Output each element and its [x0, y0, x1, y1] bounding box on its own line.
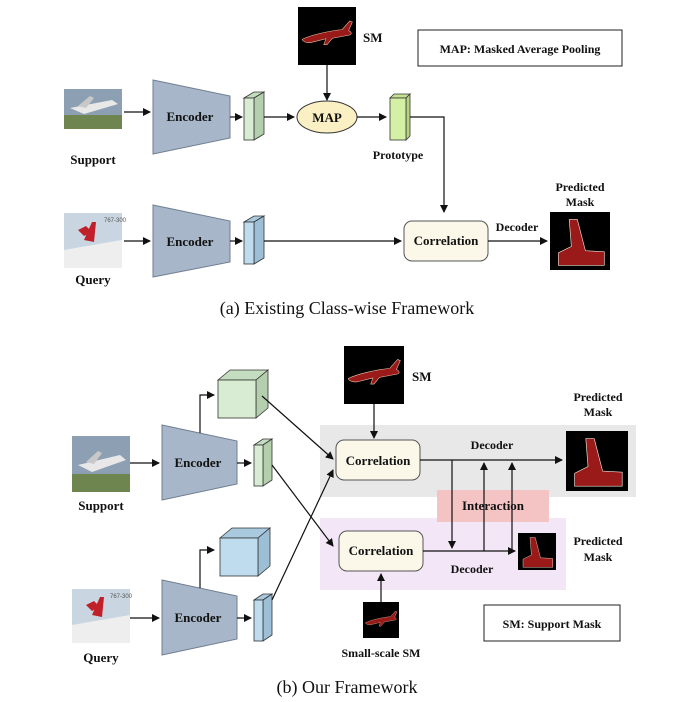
support-label: Support [70, 152, 116, 167]
predicted-mask-bottom [518, 533, 556, 570]
sm-label-b: SM [412, 369, 432, 384]
sm-legend-box [483, 604, 621, 642]
encoder-query-label: Encoder [167, 234, 214, 249]
small-query-feature [252, 593, 274, 642]
encoder-query-label-b: Encoder [175, 610, 222, 625]
map-legend-box [417, 29, 623, 67]
interaction-label: Interaction [462, 498, 525, 513]
small-scale-support-mask [363, 602, 399, 638]
panel-b: SM Support Encoder [72, 346, 636, 698]
predicted-mask-image [550, 212, 610, 270]
encoder-support [152, 79, 231, 155]
decoder-label: Decoder [496, 220, 539, 234]
panel-a: SM MAP: Masked Average Pooling Support E… [64, 7, 623, 319]
arrow-encoder-to-large-feature [199, 391, 215, 433]
caption-b: (b) Our Framework [277, 677, 418, 698]
query-label: Query [75, 272, 111, 287]
arrow-small-query-to-upper-correlation [271, 469, 334, 601]
upper-correlation-label: Correlation [346, 453, 412, 468]
encoder-support-b [161, 424, 238, 501]
query-feature-map [242, 215, 266, 265]
large-query-feature [218, 527, 272, 577]
upper-decoder-label: Decoder [471, 438, 514, 452]
predicted-mask-top [566, 431, 628, 491]
support-image [64, 89, 122, 129]
predicted-bottom-line1: Predicted [573, 534, 622, 548]
predicted-label-line1: Predicted [555, 180, 604, 194]
encoder-support-label-b: Encoder [175, 455, 222, 470]
predicted-label-line2: Mask [566, 195, 595, 209]
large-support-feature [216, 369, 270, 419]
support-feature-map [242, 91, 266, 141]
sm-label: SM [363, 30, 383, 45]
lower-decoder-label: Decoder [451, 562, 494, 576]
prototype-label: Prototype [373, 148, 424, 162]
encoder-query [152, 204, 231, 278]
query-image: 767-300 [64, 213, 127, 268]
query-image-b: 767-300 [72, 589, 133, 643]
query-plane-tag-b: 767-300 [110, 594, 133, 600]
predicted-top-line1: Predicted [573, 390, 622, 404]
predicted-bottom-line2: Mask [584, 550, 613, 564]
support-mask-image [298, 7, 356, 65]
encoder-query-b [161, 579, 238, 656]
map-legend-text: MAP: Masked Average Pooling [440, 42, 601, 56]
encoder-support-label: Encoder [167, 109, 214, 124]
arrow-small-support-to-lower-correlation [271, 464, 334, 547]
query-plane-tag: 767-300 [104, 218, 127, 224]
caption-a: (a) Existing Class-wise Framework [220, 298, 474, 319]
interaction-node [437, 490, 549, 522]
arrow-encoder-to-large-query-feature [199, 546, 215, 588]
query-label-b: Query [83, 650, 119, 665]
arrow-large-support-to-upper-correlation [261, 395, 334, 460]
predicted-top-line2: Mask [584, 405, 613, 419]
map-label: MAP [312, 110, 342, 125]
arrow-prototype-to-correlation [410, 116, 448, 213]
small-support-feature [252, 438, 274, 487]
support-mask-image-b [344, 346, 404, 404]
sm-legend-text: SM: Support Mask [503, 617, 602, 631]
correlation-label: Correlation [414, 233, 480, 248]
support-image-b [72, 436, 130, 492]
prototype-vector [389, 93, 411, 141]
small-scale-sm-label: Small-scale SM [342, 646, 421, 660]
support-label-b: Support [78, 498, 124, 513]
lower-correlation-label: Correlation [349, 543, 415, 558]
